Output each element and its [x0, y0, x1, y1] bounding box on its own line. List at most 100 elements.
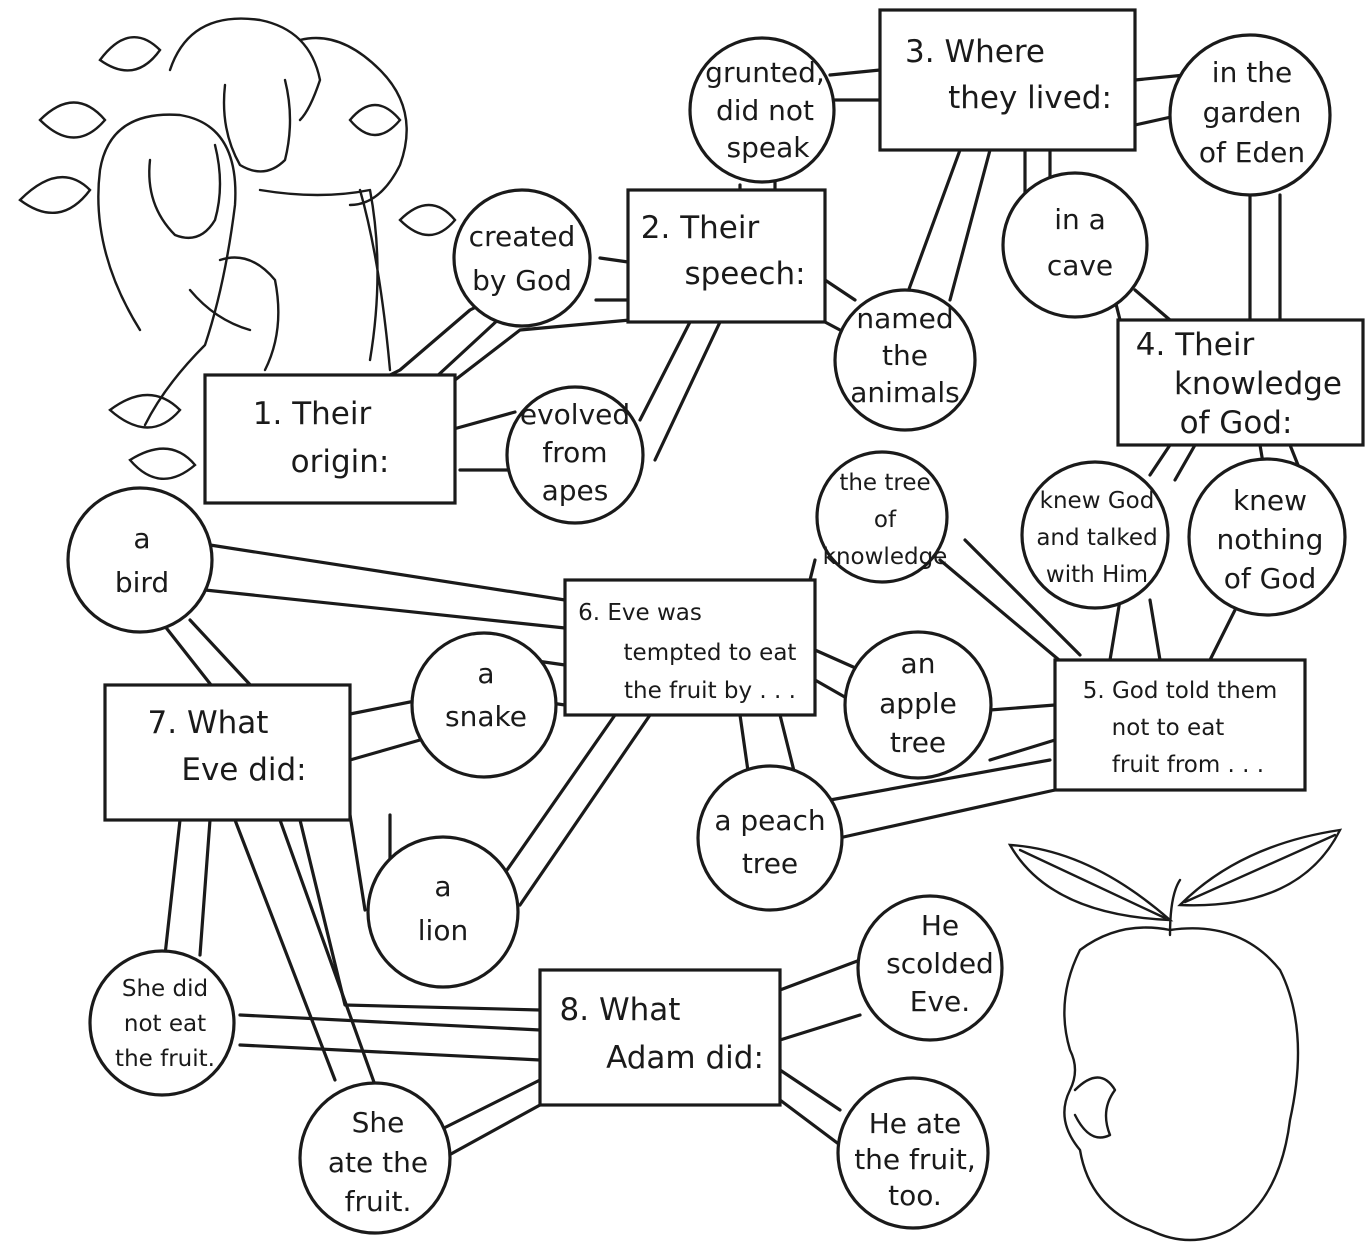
adam-body	[260, 190, 390, 370]
a-bird-line-2: bird	[115, 566, 169, 599]
a-he-ate-line-2: the fruit,	[854, 1143, 976, 1176]
connector-q7-snake	[345, 700, 420, 760]
a-snake-line-1: a	[477, 657, 494, 690]
a-lion-bubble	[368, 837, 518, 987]
q8-line-1: 8. What	[560, 992, 681, 1028]
leaf-shape	[20, 177, 90, 213]
a-peach-line-1: a peach	[714, 804, 825, 837]
a-he-ate-line-3: too.	[888, 1179, 942, 1212]
a-scolded-line-1: He	[921, 909, 959, 942]
q7-line-1: 7. What	[148, 705, 269, 741]
a-tree-line-3: knowledge	[823, 544, 948, 570]
connector-sheate-q8	[440, 1080, 540, 1160]
eve-body	[190, 258, 278, 371]
connector-q2-evolved	[640, 322, 720, 460]
connector-q3-named	[905, 150, 990, 300]
q1-line-2: origin:	[291, 444, 390, 480]
a-created-line-1: created	[469, 220, 576, 253]
fruit-stem	[1170, 880, 1180, 935]
connector-q8-heate	[780, 1070, 840, 1145]
a-snake-line-2: snake	[445, 700, 527, 733]
q3-line-2: they lived:	[948, 80, 1112, 116]
q6-line-1: 6. Eve was	[578, 600, 702, 626]
q6-line-3: the fruit by . . .	[624, 678, 796, 704]
a-knew-god-line-1: knew God	[1040, 488, 1155, 514]
a-knew-nothing-line-3: of God	[1224, 562, 1317, 595]
a-lion-line-2: lion	[418, 914, 468, 947]
a-knew-god-line-2: and talked	[1036, 525, 1157, 551]
a-created-line-2: by God	[472, 264, 572, 297]
a-named-line-2: the	[882, 339, 928, 372]
a-garden-line-3: of Eden	[1199, 136, 1305, 169]
connector-bird-q6	[205, 545, 565, 628]
a-she-ate-line-2: ate the	[328, 1146, 428, 1179]
a-tree-line-2: of	[874, 507, 897, 533]
q5-line-1: 5. God told them	[1083, 678, 1278, 704]
leaf-shape	[130, 449, 195, 479]
a-bird-line-1: a	[133, 522, 150, 555]
fruit-body	[1064, 928, 1298, 1241]
connector-q7-didnot	[165, 820, 210, 955]
fruit-bite	[1075, 1078, 1115, 1138]
a-bird-bubble	[68, 488, 212, 632]
q2-line-1: 2. Their	[641, 210, 760, 246]
a-apple-line-2: apple	[879, 687, 957, 720]
a-she-ate-line-3: fruit.	[345, 1185, 412, 1218]
a-she-ate-line-1: She	[352, 1106, 405, 1139]
a-named-line-1: named	[856, 302, 953, 335]
connector-q1-evolved	[450, 412, 515, 470]
a-cave-line-1: in a	[1054, 203, 1106, 236]
a-did-not-eat-line-3: the fruit.	[115, 1046, 215, 1072]
a-apple-line-3: tree	[890, 726, 946, 759]
a-apple-line-1: an	[901, 647, 936, 680]
a-lion-line-1: a	[434, 870, 451, 903]
a-evolved-line-1: evolved	[520, 398, 630, 431]
a-knew-god-line-3: with Him	[1046, 562, 1148, 588]
q4-line-1: 4. Their	[1136, 327, 1255, 363]
q1-box	[205, 375, 455, 503]
a-peach-tree-bubble	[698, 766, 842, 910]
connector-didnot-q8	[240, 1015, 540, 1060]
leaf-shape	[400, 205, 455, 235]
q7-line-2: Eve did:	[181, 752, 306, 788]
leaf-shape	[350, 105, 400, 135]
a-did-not-eat-line-1: She did	[122, 976, 208, 1002]
a-did-not-eat-line-2: not eat	[124, 1011, 206, 1037]
a-cave-line-2: cave	[1047, 249, 1113, 282]
q1-line-1: 1. Their	[253, 396, 372, 432]
a-grunted-line-3: speak	[727, 131, 811, 164]
connector-garden-q4	[1250, 195, 1280, 320]
a-tree-line-1: the tree	[839, 470, 930, 496]
connector-q2-created	[596, 258, 628, 300]
connector-q8-scolded	[780, 960, 860, 1040]
connector-q3-grunted	[830, 70, 880, 100]
q6-line-2: tempted to eat	[624, 640, 797, 666]
q8-box	[540, 970, 780, 1105]
a-in-a-cave-bubble	[1003, 173, 1147, 317]
adam-face	[224, 80, 290, 171]
leaf-shape	[40, 103, 105, 138]
a-knew-nothing-line-2: nothing	[1217, 523, 1324, 556]
a-peach-line-2: tree	[742, 847, 798, 880]
a-scolded-line-2: scolded	[886, 947, 994, 980]
a-garden-line-2: garden	[1203, 96, 1302, 129]
q2-line-2: speech:	[684, 256, 805, 292]
a-named-line-3: animals	[850, 376, 959, 409]
q8-line-2: Adam did:	[606, 1040, 764, 1076]
a-evolved-line-2: from	[542, 436, 607, 469]
a-knew-nothing-line-1: knew	[1233, 484, 1307, 517]
a-scolded-line-3: Eve.	[910, 985, 970, 1018]
leaf-shape	[100, 37, 160, 70]
eve-face	[149, 145, 220, 238]
connector-wall-mid	[455, 320, 630, 380]
connector-apple-q5	[990, 705, 1055, 760]
q3-line-1: 3. Where	[905, 34, 1045, 70]
adam-hair	[170, 19, 320, 120]
a-grunted-line-1: grunted,	[705, 56, 825, 89]
q5-line-2: not to eat	[1112, 715, 1225, 741]
connector-knew-q5	[1110, 600, 1240, 660]
bitten-apple-illustration	[1010, 830, 1340, 1240]
connector-q6-tree	[810, 560, 815, 580]
q5-line-3: fruit from . . .	[1112, 752, 1264, 778]
